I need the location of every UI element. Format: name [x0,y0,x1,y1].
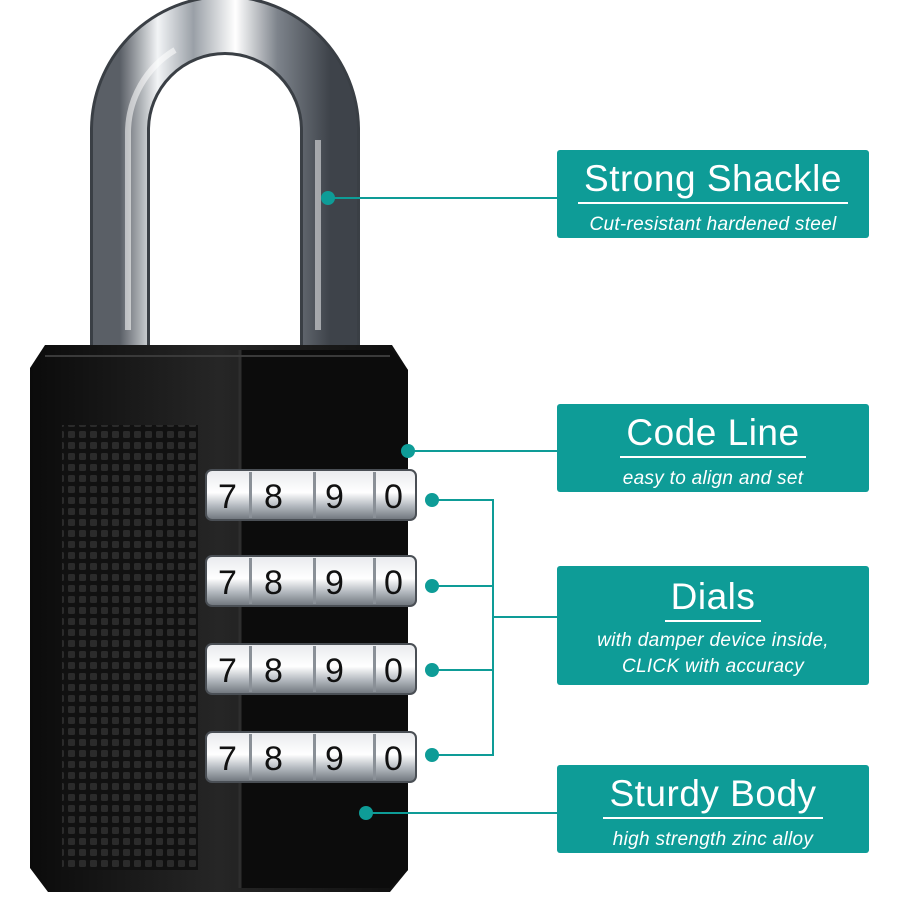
dial-digit: 8 [264,564,283,602]
dial-digit: 7 [218,564,237,602]
callout-sturdy-body: Sturdy Body high strength zinc alloy [557,765,869,853]
callout-title: Strong Shackle [578,160,848,204]
dial-digit: 0 [384,564,403,602]
dial-row[interactable]: 7 8 9 0 [205,731,417,783]
dial-digit: 9 [325,652,344,690]
callout-subtitle: Cut-resistant hardened steel [589,214,837,235]
callout-code-line: Code Line easy to align and set [557,404,869,492]
dial-digit: 9 [325,740,344,778]
dial-digit: 8 [264,740,283,778]
callout-title: Dials [664,578,762,622]
dial-digit: 0 [384,740,403,778]
dial-digit: 7 [218,652,237,690]
callout-strong-shackle: Strong Shackle Cut-resistant hardened st… [557,150,869,238]
dial-stack: 7 8 9 0 7 8 9 0 7 8 9 0 7 8 9 0 [205,469,417,783]
dial-row[interactable]: 7 8 9 0 [205,469,417,521]
dial-digit: 0 [384,652,403,690]
leader-dots [321,191,439,820]
callout-subtitle: easy to align and set [622,468,804,489]
dial-digit: 7 [218,740,237,778]
callout-dials: Dials with damper device inside, CLICK w… [557,566,869,685]
callout-subtitle-line-2: CLICK with accuracy [621,656,805,677]
dial-row[interactable]: 7 8 9 0 [205,555,417,607]
dial-digit: 8 [264,652,283,690]
callout-title: Code Line [620,414,806,458]
dial-digit: 7 [218,478,237,516]
callout-subtitle-line-1: with damper device inside, [597,630,829,651]
lock-body [30,345,408,892]
dial-digit: 9 [325,564,344,602]
leader-lines [328,197,557,814]
dial-digit: 8 [264,478,283,516]
callout-subtitle: high strength zinc alloy [612,829,814,850]
dial-row[interactable]: 7 8 9 0 [205,643,417,695]
dial-digit: 0 [384,478,403,516]
callout-title: Sturdy Body [603,775,823,819]
shackle [90,0,360,350]
dial-digit: 9 [325,478,344,516]
